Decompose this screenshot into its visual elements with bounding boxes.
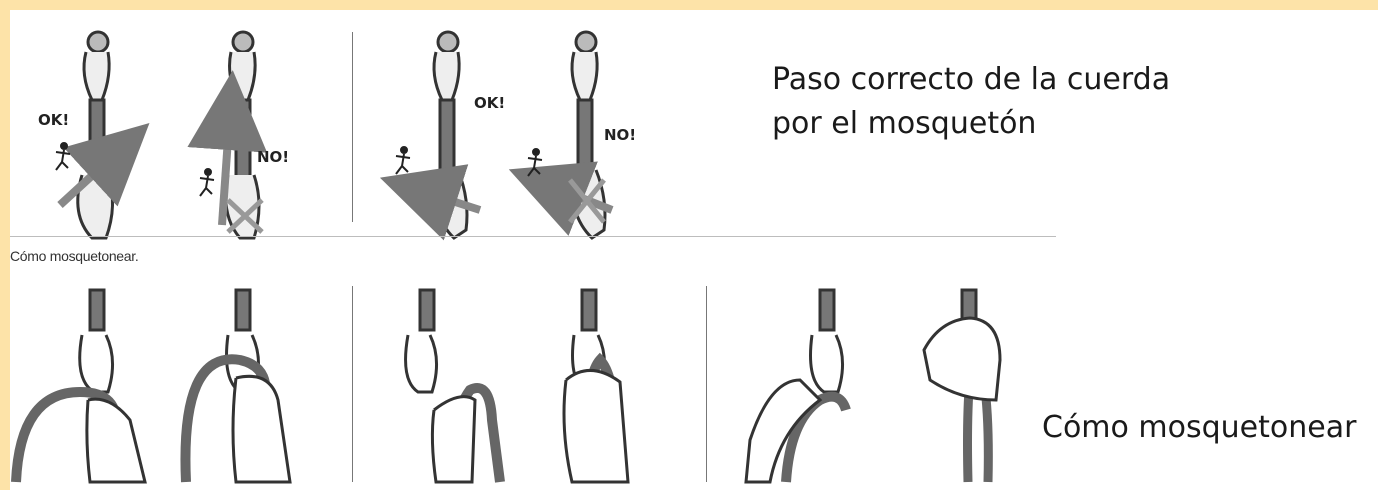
main-caption-line-2: por el mosquetón xyxy=(772,102,1252,146)
vertical-divider-top xyxy=(352,32,353,222)
sling-4 xyxy=(582,290,596,330)
quickdraw-ok-1 xyxy=(78,32,113,238)
secondary-caption: Cómo mosquetonear xyxy=(1042,410,1356,445)
figure-caption: Cómo mosquetonear. xyxy=(10,248,138,264)
label-ok-2: OK! xyxy=(474,94,505,112)
climber-icon-1 xyxy=(56,143,70,170)
sling-5 xyxy=(820,290,834,330)
main-caption: Paso correcto de la cuerda por el mosque… xyxy=(772,58,1252,146)
label-no-1: NO! xyxy=(257,148,289,166)
sling-3 xyxy=(420,290,434,330)
clipping-sequence xyxy=(16,290,1000,482)
vertical-divider-bottom-1 xyxy=(352,286,353,482)
sling-1 xyxy=(90,290,104,330)
climber-icon-4 xyxy=(528,149,542,176)
vertical-divider-bottom-2 xyxy=(706,286,707,482)
climber-icon-3 xyxy=(396,147,410,174)
sling-2 xyxy=(236,290,250,330)
climber-icon-2 xyxy=(200,169,214,196)
section-divider xyxy=(10,236,1056,237)
main-caption-line-1: Paso correcto de la cuerda xyxy=(772,58,1252,102)
label-ok-1: OK! xyxy=(38,111,69,129)
label-no-2: NO! xyxy=(604,126,636,144)
